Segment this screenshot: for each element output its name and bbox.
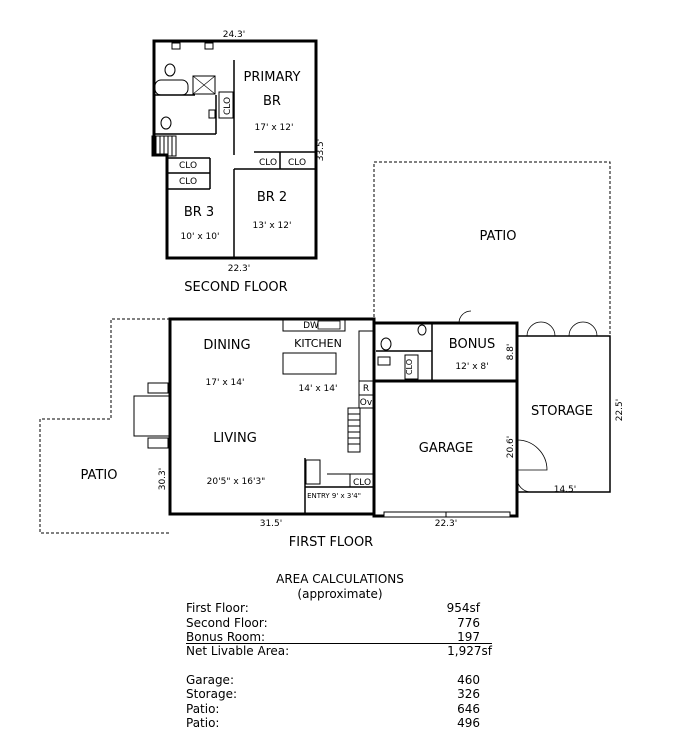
sink — [204, 42, 214, 50]
door-swing — [516, 439, 548, 471]
second-floor-caption: SECOND FLOOR — [184, 280, 287, 295]
patio-left-label: PATIO — [81, 468, 118, 483]
dim-bottom: 22.3' — [228, 264, 251, 274]
door-swing — [458, 310, 472, 324]
kitchen-counter — [282, 318, 346, 332]
kitchen-sink — [317, 320, 341, 330]
sink — [208, 109, 216, 119]
garage-dim-right: 20.6' — [506, 436, 516, 459]
garage-label: GARAGE — [419, 441, 473, 456]
toilet — [160, 116, 172, 130]
refrigerator-label: R — [363, 384, 369, 394]
kitchen-label: KITCHEN — [294, 337, 342, 350]
first-floor-outer-wall — [168, 317, 376, 516]
left-steps — [133, 382, 171, 449]
bonus-clo-label: CLO — [405, 359, 414, 375]
bonus-size: 12' x 8' — [455, 362, 488, 372]
bonus-label: BONUS — [449, 337, 495, 352]
patio-left-outline — [39, 318, 170, 534]
bonus-wall — [372, 321, 519, 383]
kitchen-size: 14' x 14' — [299, 384, 338, 394]
dim-right: 33.5' — [316, 139, 326, 162]
dim-top: 24.3' — [223, 30, 246, 40]
toilet — [164, 63, 176, 77]
dishwasher-label: DW — [303, 321, 319, 331]
storage-wall — [517, 335, 611, 493]
garage-dim-bottom: 22.3' — [435, 519, 458, 529]
bonus-dim: 8.8' — [506, 344, 516, 361]
stairs-second-floor — [151, 135, 177, 157]
entry-clo-label: CLO — [353, 478, 371, 488]
garage-door — [383, 511, 511, 518]
primary-size: 17' x 12' — [255, 123, 294, 133]
living-label: LIVING — [213, 431, 257, 446]
bonus-closet — [404, 354, 419, 380]
br3-clo-label: CLO — [179, 177, 197, 187]
kitchen-side-counter — [358, 330, 374, 382]
door-swing — [516, 477, 532, 493]
hall-clo-label: CLO — [179, 161, 197, 171]
br2-size: 13' x 12' — [253, 221, 292, 231]
storage-dim-bottom: 14.5' — [554, 485, 577, 495]
br2-label: BR 2 — [257, 190, 287, 205]
first-floor-caption: FIRST FLOOR — [289, 535, 373, 550]
primary-label-2: BR — [263, 94, 281, 109]
storage-label: STORAGE — [531, 404, 593, 419]
first-floor: DINING 17' x 14' KITCHEN 14' x 14' DW R … — [133, 317, 376, 550]
living-size: 20'5" x 16'3" — [207, 477, 266, 487]
primary-clo-label: CLO — [223, 97, 233, 115]
dining-size: 17' x 14' — [206, 378, 245, 388]
sink — [171, 42, 181, 50]
storage-dim-right: 22.5' — [615, 399, 625, 422]
kitchen-island — [282, 352, 337, 375]
oven-label: Ov — [360, 398, 373, 408]
br2-clo-label-2: CLO — [288, 158, 306, 168]
sink — [377, 356, 391, 366]
second-floor-outer-wall — [152, 39, 318, 260]
fireplace — [305, 459, 321, 485]
dining-label: DINING — [203, 338, 250, 353]
bathtub — [154, 79, 189, 96]
stairs-first-floor — [347, 407, 361, 453]
br2-clo-label: CLO — [259, 158, 277, 168]
toilet — [380, 337, 392, 351]
first-floor-dim-left: 30.3' — [158, 468, 168, 491]
primary-label: PRIMARY — [244, 70, 301, 85]
br3-size: 10' x 10' — [181, 232, 220, 242]
shower — [192, 75, 216, 95]
br3-label: BR 3 — [184, 205, 214, 220]
toilet — [417, 324, 427, 336]
first-floor-dim-bottom: 31.5' — [260, 519, 283, 529]
door-swing — [568, 321, 598, 337]
primary-closet — [218, 91, 234, 119]
door-swing — [526, 321, 556, 337]
entry-label: ENTRY 9' x 3'4" — [307, 492, 361, 500]
patio-top-label: PATIO — [480, 229, 517, 244]
outbuilding: BONUS 12' x 8' 8.8' CLO GARAGE 20.6' 22.… — [372, 310, 625, 529]
patio-top-outline — [373, 161, 611, 336]
second-floor: 24.3' 22.3' 33.5' PRIMARY BR 17' x 12' C… — [151, 30, 326, 295]
